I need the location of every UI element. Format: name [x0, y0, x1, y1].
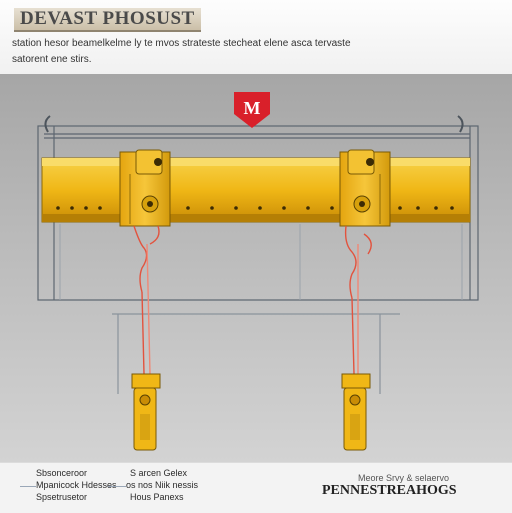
frame-posts: [59, 224, 463, 300]
hook-block-right: [341, 373, 371, 451]
hook-block-left: [131, 373, 161, 451]
description-line-2: satorent ene stirs.: [12, 54, 92, 65]
cable-left: [133, 225, 160, 375]
header: DEVAST PHOSUST station hesor beamelkelme…: [0, 0, 512, 75]
page-title: DEVAST PHOSUST: [14, 8, 201, 32]
trolley-left: [119, 149, 171, 227]
footer: Sbsonceroor Mpanicock Hdesses Spsetruset…: [0, 462, 512, 513]
badge-label: M: [244, 98, 261, 118]
hoist-illustration: M: [0, 74, 512, 462]
footer-divider: [108, 486, 126, 487]
hoist-drawing: M: [37, 92, 479, 451]
footer-left-line-3: Spsetrusetor: [36, 492, 88, 502]
footer-middle-line-2: os nos Niik nessis: [126, 480, 199, 490]
support-frame: [37, 125, 479, 394]
trolley-right: [339, 149, 391, 227]
footer-middle-line-1: S arcen Gelex: [130, 468, 188, 478]
frame-hook-left: [44, 115, 51, 133]
footer-middle-line-3: Hous Panexs: [130, 492, 184, 502]
frame-hook-right: [457, 115, 464, 133]
crane-beam: [41, 157, 471, 223]
footer-divider: [20, 486, 36, 487]
beam-bolts: [56, 206, 454, 210]
footer-left-line-2: Mpanicock Hdesses: [36, 480, 117, 490]
footer-right-title: PENNESTREAHOGS: [322, 483, 457, 498]
brand-badge: M: [234, 92, 270, 128]
footer-left-line-1: Sbsonceroor: [36, 468, 88, 478]
cable-right: [344, 225, 372, 375]
description-line-1: station hesor beamelkelme ly te mvos str…: [12, 38, 351, 49]
footer-right-caption: Meore Srvy & selaervo: [358, 473, 450, 483]
